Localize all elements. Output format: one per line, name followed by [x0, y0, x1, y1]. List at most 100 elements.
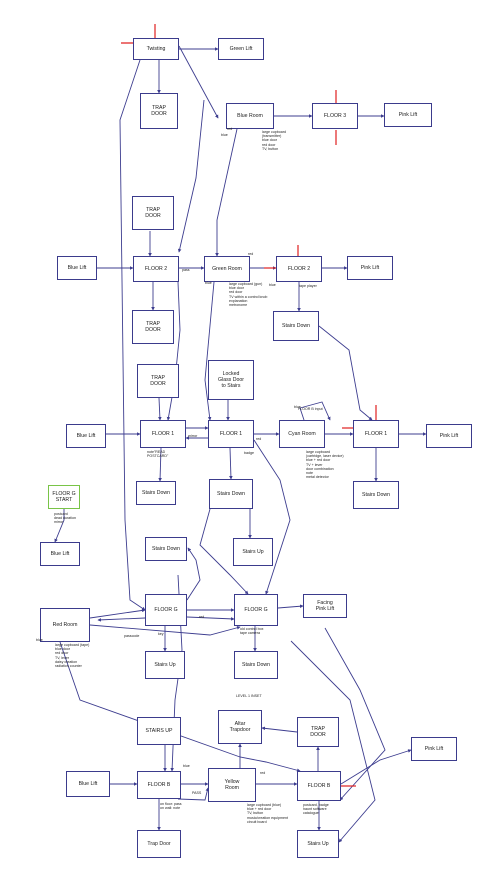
edge-label: blue [221, 133, 228, 137]
edge-label: pass [182, 268, 190, 272]
edge-label: red [248, 252, 254, 256]
node-stairs-down-6: Stairs Down [234, 651, 278, 679]
node-note: old control box tape camera [240, 627, 264, 636]
node-blue-lift-2: Blue Lift [66, 424, 106, 448]
edge-label: red [227, 127, 233, 131]
node-floor-2-left: FLOOR 2 [133, 256, 179, 282]
node-stairs-down-2: Stairs Down [136, 481, 176, 505]
node-stairs-down-4: Stairs Down [353, 481, 399, 509]
edge-label: red [260, 771, 266, 775]
node-note: postcard, badge haunt software catalogue [303, 803, 329, 816]
node-stairs-up-2: Stairs Up [145, 651, 185, 679]
edge-label: mirror [188, 434, 198, 438]
node-note: large cupboard (tape) blue door red door… [55, 643, 90, 669]
node-stairs-down-1: Stairs Down [273, 311, 319, 341]
edge-label: blue [205, 281, 212, 285]
edge-41 [186, 547, 201, 601]
node-trap-door-1: TRAP DOOR [140, 93, 178, 129]
edge-label: blue [269, 283, 276, 287]
edge-label: key [158, 632, 164, 636]
edge-34 [89, 608, 146, 619]
edge-49 [340, 749, 412, 785]
edge-24 [299, 401, 331, 421]
edge-28 [204, 281, 215, 421]
node-trap-door-6: Trap Door [137, 830, 181, 858]
edge-25 [158, 447, 162, 482]
node-floor-b-left: FLOOR B [137, 771, 181, 799]
edge-15 [318, 325, 373, 421]
node-stairs-up-1: Stairs Up [233, 538, 273, 566]
edge-6 [215, 128, 238, 257]
edge-label: passcode [124, 634, 140, 638]
edge-35 [97, 617, 146, 622]
edge-label: red [199, 615, 205, 619]
edge-26 [229, 447, 233, 480]
node-trap-door-3: TRAP DOOR [132, 310, 174, 344]
node-pink-lift-2: Pink Lift [347, 256, 393, 280]
node-floor-1-right: FLOOR 1 [353, 420, 399, 448]
node-green-room: Green Room [204, 256, 250, 282]
node-altar-trapdoor: Altar Trapdoor [218, 710, 262, 744]
node-trap-door-2: TRAP DOOR [132, 196, 174, 230]
node-stairs-up-3: STAIRS UP [137, 717, 181, 745]
node-stairs-down-3: Stairs Down [209, 479, 253, 509]
edge-16 [158, 397, 162, 421]
edge-33 [199, 508, 249, 595]
edge-label: blue [183, 764, 190, 768]
node-note: on floor: pass on wall: note [160, 802, 182, 811]
node-blue-room: Blue Room [226, 103, 274, 129]
node-green-lift: Green Lift [218, 38, 264, 60]
node-blue-lift-3: Blue Lift [40, 542, 80, 566]
edge-label: blue [36, 638, 43, 642]
node-note: large cupboard (gun) blue door red door … [229, 282, 268, 308]
node-stairs-down-5: Stairs Down [145, 537, 187, 561]
node-floor-g-right: FLOOR G [234, 594, 278, 626]
edge-30 [54, 509, 65, 543]
node-facing-pink-lift: Facing Pink Lift [303, 594, 347, 618]
node-note: large cupboard (blue) blue + red door TV… [247, 803, 288, 824]
edge-37 [186, 616, 235, 621]
node-trap-door-5: TRAP DOOR [297, 717, 339, 747]
node-stairs-up-4: Stairs Up [297, 830, 339, 858]
edge-43 [89, 624, 241, 636]
node-blue-lift-1: Blue Lift [57, 256, 97, 280]
edge-7 [119, 59, 146, 611]
edge-55 [290, 640, 376, 843]
node-yellow-room: Yellow Room [208, 768, 256, 802]
node-floor-1-mid: FLOOR 1 [208, 420, 254, 448]
node-note: postcard dead duration mirror [54, 512, 76, 525]
node-note: note"READ POSTCARD" [147, 450, 169, 459]
edge-57 [177, 787, 210, 801]
node-floor-3: FLOOR 3 [312, 103, 358, 129]
node-red-room: Red Room [40, 608, 90, 642]
node-twisting: Twisting [133, 38, 179, 60]
node-pink-lift-1: Pink Lift [384, 103, 432, 127]
node-note: LEVEL 1 INSET [236, 694, 262, 698]
edge-label: red [256, 437, 262, 441]
node-floor-2-right: FLOOR 2 [276, 256, 322, 282]
edge-29 [166, 281, 181, 421]
node-note: large cupboard (cartridge, laser device)… [306, 450, 344, 480]
node-blue-lift-4: Blue Lift [66, 771, 110, 797]
edge-label: blue [294, 405, 301, 409]
node-note: large cupboard (transmitter) blue door r… [262, 130, 286, 151]
node-note: FLOOR B input [298, 407, 323, 411]
node-floor-g-start: FLOOR G START [48, 485, 80, 509]
node-note: tape player [299, 284, 317, 288]
node-floor-b-right: FLOOR B [297, 771, 341, 801]
edge-label: PASS [192, 791, 202, 795]
node-pink-lift-4: Pink Lift [411, 737, 457, 761]
node-trap-door-4: TRAP DOOR [137, 364, 179, 398]
node-pink-lift-3: Pink Lift [426, 424, 472, 448]
edge-51 [261, 726, 298, 733]
edge-2 [178, 45, 219, 119]
edge-label: badge [244, 451, 254, 455]
node-locked-glass-door: Locked Glass Door to Stairs [208, 360, 254, 400]
node-floor-1-left: FLOOR 1 [140, 420, 186, 448]
edge-5 [177, 99, 205, 253]
edge-38 [277, 604, 304, 609]
node-cyan-room: Cyan Room [279, 420, 325, 448]
edge-56 [324, 627, 386, 801]
